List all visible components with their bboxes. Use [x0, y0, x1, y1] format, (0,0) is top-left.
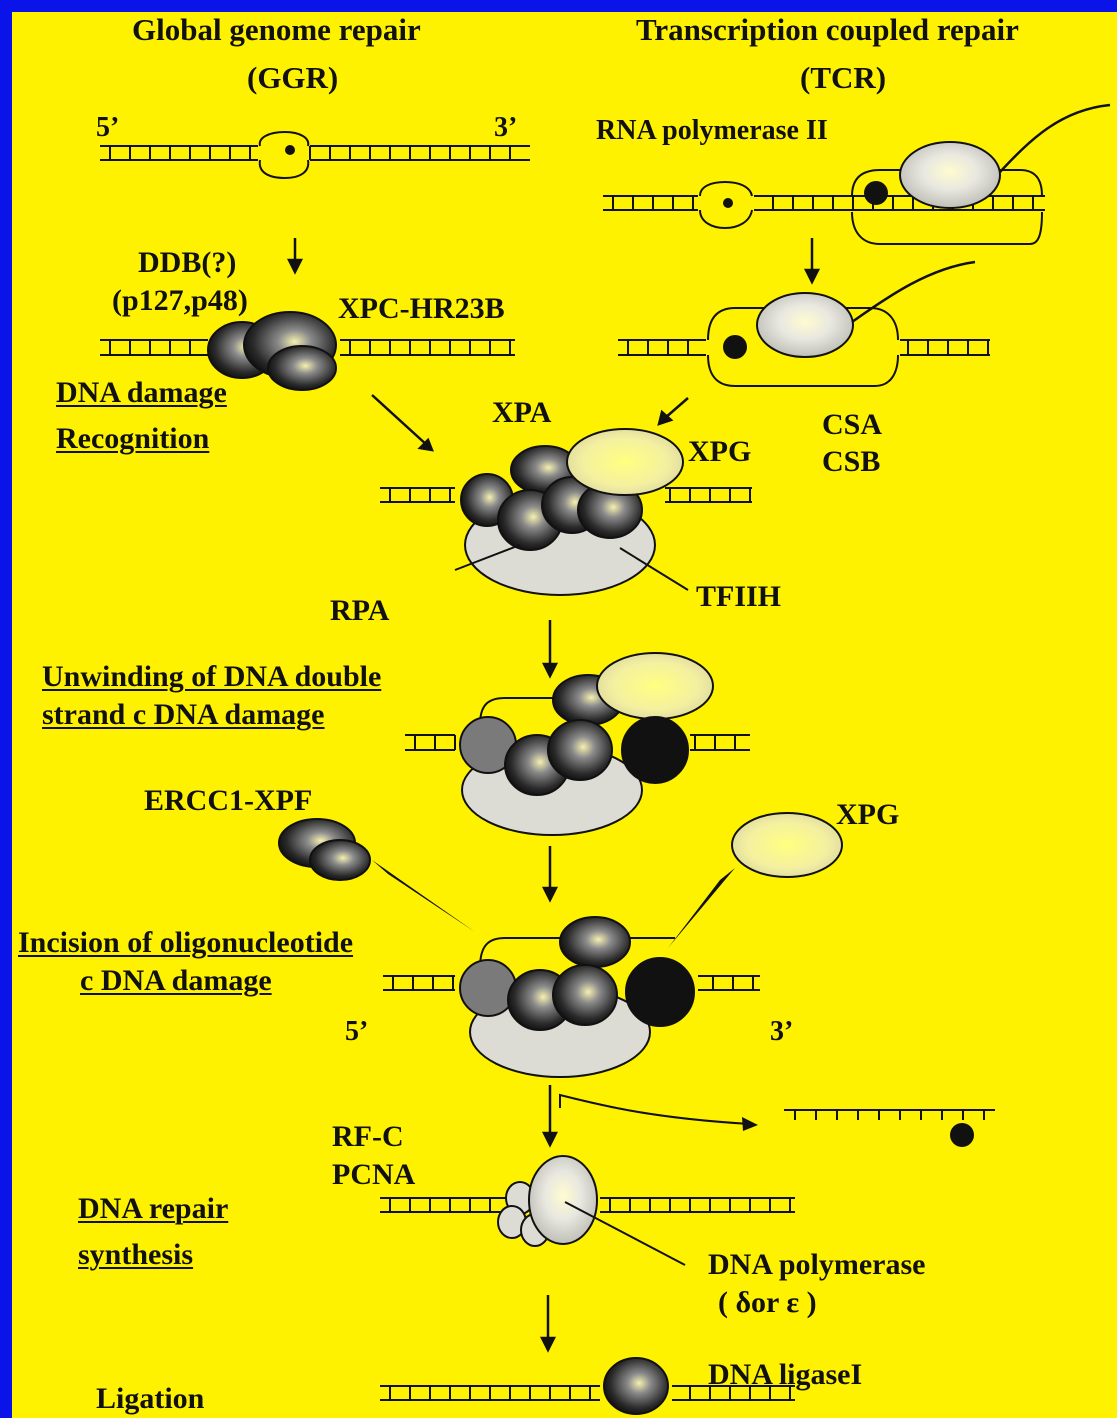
xpa-label: XPA — [492, 398, 551, 428]
three-prime-label-bottom: 3’ — [770, 1018, 793, 1046]
ercc1-xpf-protein — [279, 819, 370, 880]
rna-transcript — [1000, 105, 1110, 172]
dna-polymerase-subtype-label: ( δor ε ) — [718, 1288, 817, 1318]
ddb-subunits-label: (p127,p48) — [112, 286, 248, 316]
step-recognition-line1: DNA damage — [56, 378, 227, 408]
ggr-top-dna-bubble — [260, 132, 309, 178]
rna-polymerase-ii — [757, 293, 853, 357]
dna-lesion — [723, 198, 733, 208]
tfiih-label: TFIIH — [696, 582, 781, 612]
preincision-complex — [455, 429, 688, 595]
xpg-label-2: XPG — [836, 800, 899, 830]
dna-polymerase-label: DNA polymerase — [708, 1250, 925, 1280]
repair-synthesis-complex — [498, 1156, 685, 1265]
ggr-abbrev: (GGR) — [247, 62, 338, 93]
dna-ligase-label: DNA ligaseI — [708, 1360, 862, 1390]
step-unwinding-line1: Unwinding of DNA double — [42, 662, 381, 692]
step-incision-line2: c DNA damage — [80, 966, 272, 996]
ddb-label: DDB(?) — [138, 248, 236, 278]
rna-transcript — [852, 262, 975, 322]
step-synthesis-line2: synthesis — [78, 1240, 193, 1270]
stalled-lesion — [864, 181, 888, 205]
xpc-hr23b-label: XPC-HR23B — [338, 294, 505, 324]
rpa-label: RPA — [330, 596, 389, 626]
xpg-label: XPG — [688, 437, 751, 467]
ggr-recognition-complex — [208, 312, 336, 390]
five-prime-label: 5’ — [96, 114, 119, 142]
step-incision-line1: Incision of oligonucleotide — [18, 928, 353, 958]
unwinding-complex — [460, 653, 713, 835]
rna-polymerase-label: RNA polymerase II — [596, 117, 828, 145]
step-ligation: Ligation — [96, 1384, 204, 1414]
tcr-abbrev: (TCR) — [800, 62, 886, 93]
step-unwinding-line2: strand c DNA damage — [42, 700, 325, 730]
excised-lesion — [950, 1123, 974, 1147]
xpg-protein — [732, 813, 842, 877]
step-synthesis-line1: DNA repair — [78, 1194, 228, 1224]
incision-arrow-5prime — [372, 860, 475, 932]
incision-complex — [460, 917, 694, 1077]
csb-label: CSB — [822, 447, 880, 477]
excision-arrowhead — [742, 1117, 758, 1131]
tcr-title: Transcription coupled repair — [636, 14, 1019, 45]
dna-lesion — [285, 145, 295, 155]
csa-label: CSA — [822, 410, 882, 440]
excision-arrow — [560, 1095, 750, 1124]
three-prime-label: 3’ — [494, 114, 517, 142]
dna-ligase — [604, 1358, 668, 1414]
rna-polymerase-ii — [900, 142, 1000, 208]
rfc-label: RF-C — [332, 1122, 404, 1152]
pcna-label: PCNA — [332, 1160, 415, 1190]
dna-ggr-top — [100, 146, 530, 160]
stalled-lesion — [723, 335, 747, 359]
five-prime-label-bottom: 5’ — [345, 1018, 368, 1046]
incision-arrow-3prime — [668, 868, 735, 948]
excised-oligonucleotide — [784, 1110, 995, 1120]
ercc1-xpf-label: ERCC1-XPF — [144, 786, 312, 816]
ggr-title: Global genome repair — [132, 14, 421, 45]
step-recognition-line2: Recognition — [56, 424, 209, 454]
